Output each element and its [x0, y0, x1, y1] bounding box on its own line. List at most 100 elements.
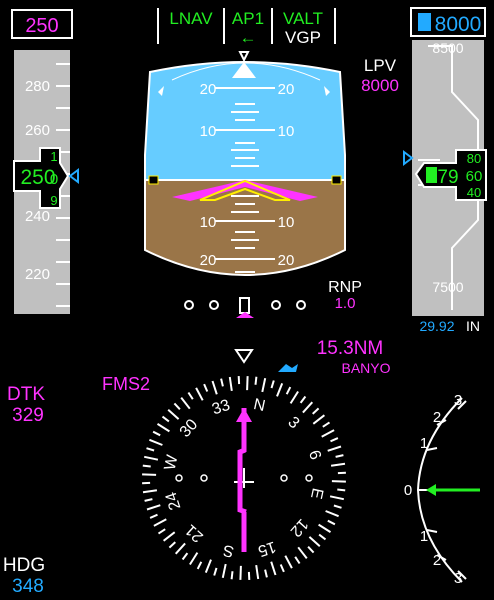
- nav-source: FMS2: [102, 374, 150, 394]
- speed-roller-digit: 9: [50, 193, 57, 208]
- aircraft-wing-left-icon: [148, 175, 159, 185]
- compass-label: 12: [287, 515, 312, 540]
- current-speed-box: [13, 147, 70, 209]
- aircraft-wing-right-icon: [331, 175, 342, 185]
- compass-tick: [157, 528, 166, 535]
- vsi-label: 1: [420, 528, 428, 545]
- lateral-mode: LNAV: [169, 9, 213, 28]
- compass-tick: [228, 376, 233, 392]
- compass-tick: [297, 546, 308, 560]
- selected-speed-box: [11, 9, 73, 39]
- compass-label: 33: [210, 397, 232, 419]
- compass-label: 3: [285, 414, 303, 433]
- compass-tick: [279, 564, 285, 573]
- deviation-pointer-icon: [236, 312, 254, 318]
- compass-label: E: [307, 486, 326, 500]
- compass-tick: [246, 376, 249, 391]
- compass-tick: [331, 480, 346, 483]
- compass-tick: [335, 454, 344, 458]
- ground: [145, 180, 345, 275]
- sky-pointer-icon: [232, 62, 256, 78]
- compass-tick: [173, 402, 181, 410]
- compass-tick: [142, 489, 158, 494]
- rnp-value: 1.0: [335, 295, 356, 312]
- altitude-roller: 60: [466, 168, 483, 185]
- altitude-tick-label: 8500: [432, 40, 463, 56]
- compass-label: 15: [256, 538, 278, 560]
- compass-tick: [181, 552, 189, 561]
- lubber-line-icon: [234, 349, 254, 364]
- compass-tick: [187, 391, 194, 400]
- compass-tick: [142, 464, 151, 468]
- compass-tick: [168, 541, 176, 549]
- current-altitude-readout: 79: [437, 167, 458, 188]
- pitch-label: 10: [278, 214, 295, 231]
- attitude-frame: [144, 61, 346, 276]
- vsi-tick: [436, 419, 447, 426]
- compass-tick: [318, 533, 327, 541]
- selected-speed-readout: 250: [25, 15, 58, 37]
- pitch-label: 20: [278, 252, 295, 269]
- compass-tick: [302, 401, 314, 414]
- current-altitude-box: [414, 149, 487, 201]
- pitch-label: 20: [278, 81, 295, 98]
- compass-tick: [221, 563, 227, 579]
- compass-tick: [312, 407, 320, 415]
- autopilot-status: AP1: [232, 9, 264, 28]
- altitude-roller: 40: [467, 185, 481, 200]
- lateral-deviation-scale: [184, 297, 306, 318]
- compass-tick: [322, 421, 331, 428]
- speed-roller-digit: 1: [50, 149, 57, 164]
- pitch-label: 20: [200, 81, 217, 98]
- compass-tick: [167, 408, 180, 420]
- compass-tick: [254, 376, 258, 385]
- roll-pointer-icon: [238, 51, 250, 63]
- pitch-label: 20: [200, 252, 217, 269]
- compass-tick: [307, 546, 315, 554]
- compass-tick: [327, 519, 336, 526]
- compass-tick: [144, 498, 153, 502]
- compass-tick: [162, 531, 176, 542]
- armed-vertical-mode: VGP: [285, 28, 321, 47]
- speed-tick-label: 280: [25, 78, 50, 95]
- compass-tick: [142, 473, 157, 476]
- speed-tick-label: 220: [25, 266, 50, 283]
- course-deviation-bar: [237, 447, 247, 515]
- compass-tick: [294, 556, 301, 565]
- vsi-label: 2: [433, 552, 441, 569]
- aircraft-icon: [234, 468, 254, 488]
- altitude-roller: 80: [467, 151, 481, 166]
- pitch-ladder: [215, 87, 275, 273]
- baro-setting: 29.92: [419, 318, 454, 334]
- selected-altitude-readout: 8000: [435, 13, 482, 36]
- autopilot-arrow-icon: ←: [240, 28, 257, 47]
- compass-tick: [153, 518, 167, 527]
- compass-tick: [270, 380, 275, 389]
- compass-label: 6: [305, 448, 324, 462]
- compass-tick: [330, 437, 339, 443]
- vsi-tick: [426, 447, 438, 451]
- altitude-tick-label: 7500: [432, 279, 463, 295]
- compass-tick: [289, 390, 299, 404]
- compass-tick: [146, 504, 161, 511]
- compass-tick: [318, 523, 332, 533]
- course-arrow-icon: [236, 408, 252, 422]
- vsi-tick: [457, 570, 467, 580]
- compass-tick: [312, 414, 326, 425]
- compass-tick: [325, 510, 339, 518]
- compass-label: N: [252, 396, 267, 415]
- vsi-label: 3: [454, 570, 462, 587]
- compass-tick: [321, 429, 335, 438]
- flight-mode-annunciator: LNAV AP1 ← VALT VGP: [157, 8, 336, 47]
- compass-tick: [161, 415, 170, 423]
- rnp-label: RNP: [328, 279, 362, 296]
- compass-tick: [220, 378, 224, 387]
- compass-tick: [149, 438, 163, 446]
- compass-label: 21: [182, 521, 207, 546]
- vsi-label: 2: [433, 409, 441, 426]
- compass-tick: [196, 561, 203, 570]
- vsi-tick: [426, 529, 438, 533]
